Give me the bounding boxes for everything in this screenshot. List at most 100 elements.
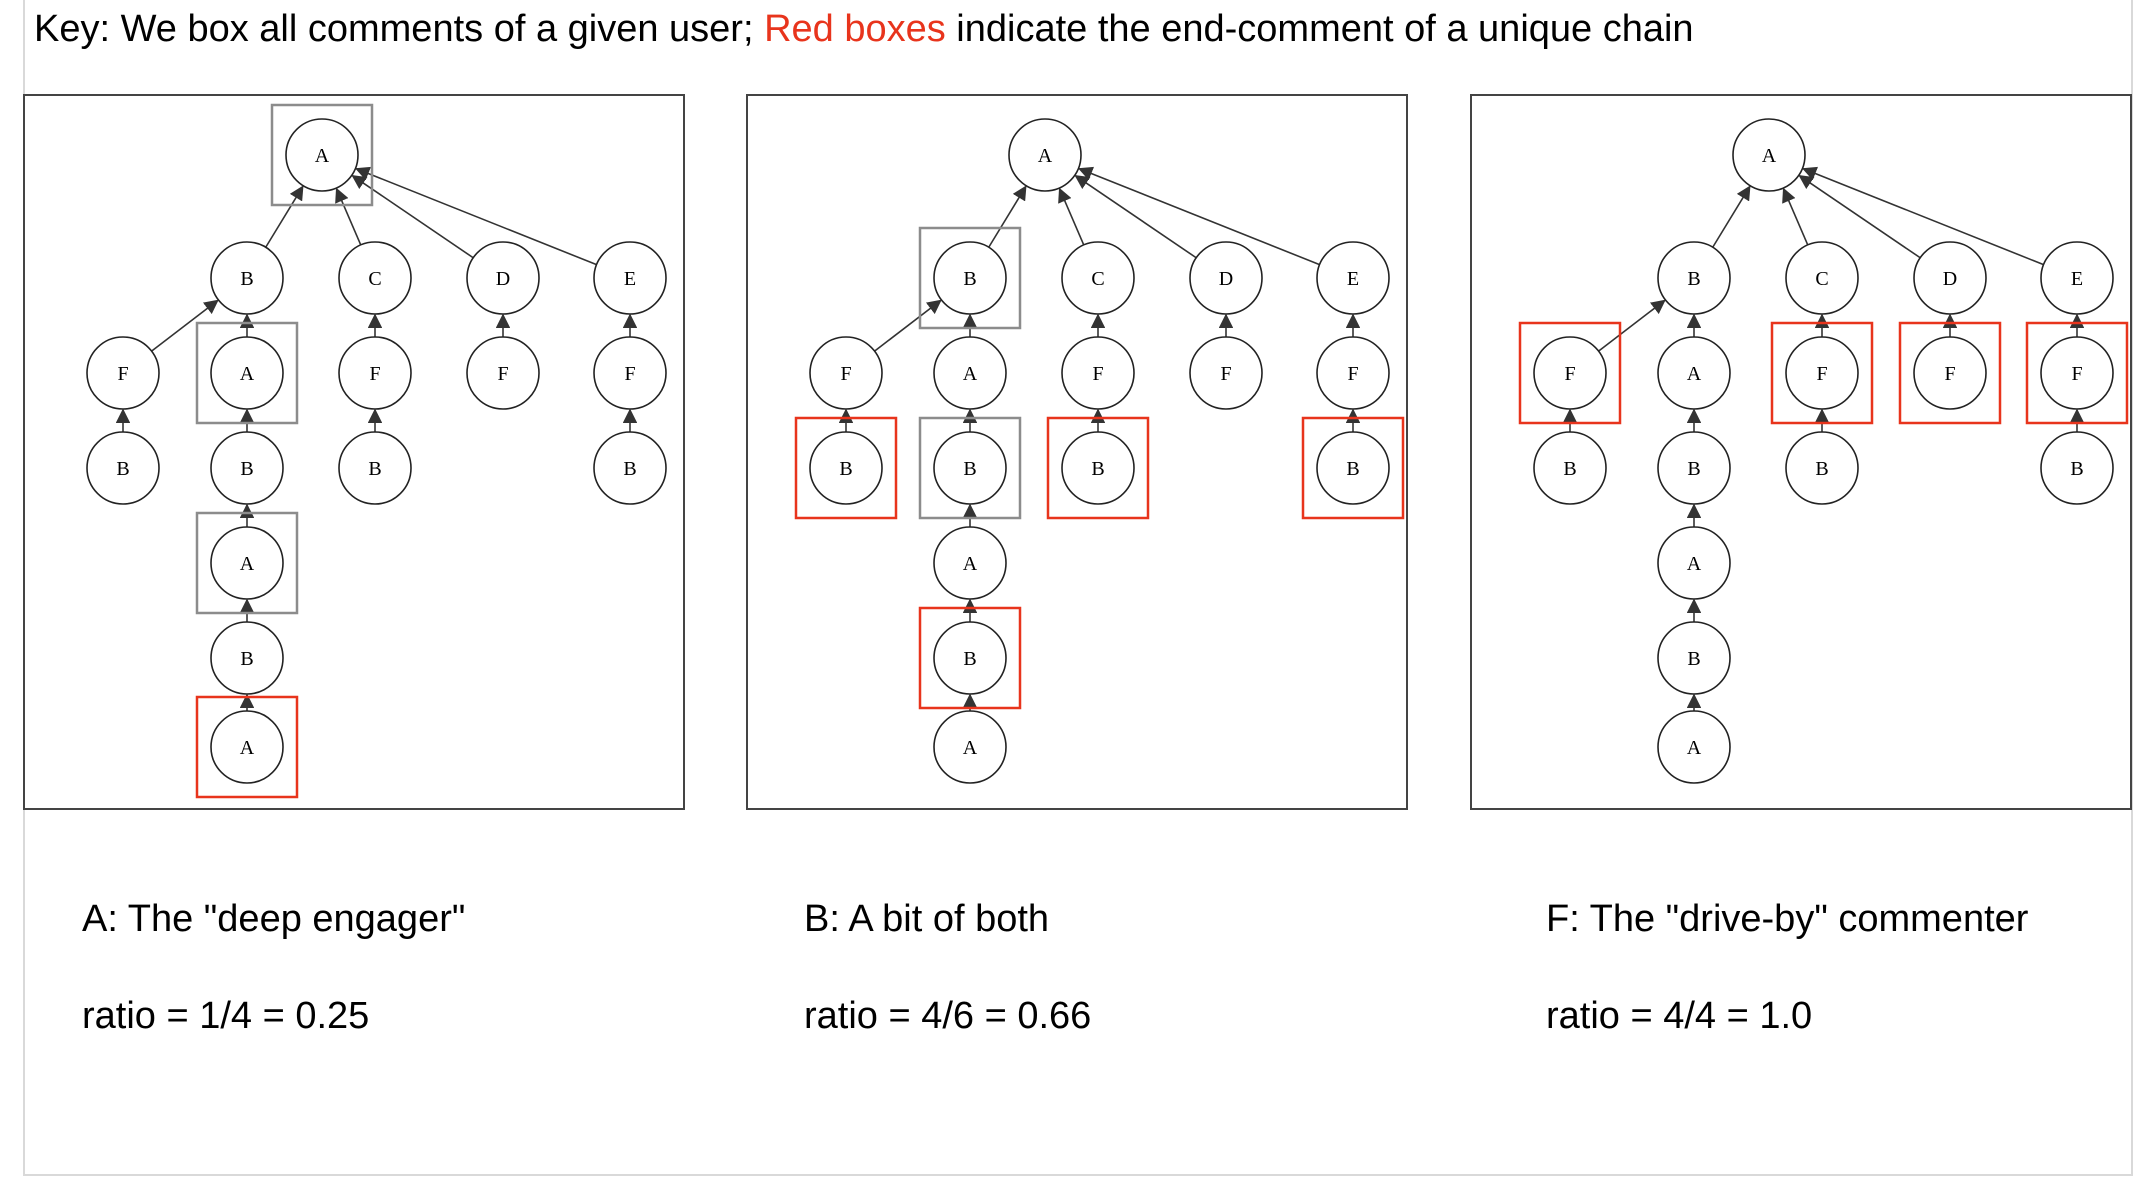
end-chain-box-n8 <box>1898 321 2002 425</box>
edge-n2-to-n0 <box>1782 187 1809 246</box>
edge-n2-to-n0 <box>335 187 362 246</box>
comment-node-n7 <box>1785 336 1859 410</box>
user-box-n0 <box>270 103 374 207</box>
comment-node-label-n3: D <box>1219 268 1233 290</box>
comment-node-label-n8: F <box>1944 363 1955 385</box>
end-chain-box-n13 <box>1301 416 1405 520</box>
comment-node-label-n8: F <box>1220 363 1231 385</box>
comment-node-n13 <box>593 431 667 505</box>
comment-node-n7 <box>1061 336 1135 410</box>
comment-node-n4 <box>2040 241 2114 315</box>
comment-node-label-n10: B <box>839 458 852 480</box>
comment-node-label-n1: B <box>1687 268 1700 290</box>
comment-node-n15 <box>933 621 1007 695</box>
comment-node-label-n14: A <box>1687 553 1702 575</box>
comment-node-n10 <box>1533 431 1607 505</box>
comment-node-label-n11: B <box>963 458 976 480</box>
comment-node-label-n11: B <box>240 458 253 480</box>
edge-n5-to-n1 <box>151 299 219 352</box>
comment-node-n13 <box>2040 431 2114 505</box>
comment-node-n11 <box>1657 431 1731 505</box>
comment-node-label-n16: A <box>1687 737 1702 759</box>
comment-node-n2 <box>1061 241 1135 315</box>
comment-node-label-n13: B <box>2070 458 2083 480</box>
comment-node-label-n10: B <box>1563 458 1576 480</box>
comment-node-n16 <box>210 710 284 784</box>
comment-node-label-n14: A <box>963 553 978 575</box>
key-suffix: indicate the end-comment of a unique cha… <box>945 8 1694 50</box>
comment-node-n12 <box>338 431 412 505</box>
end-chain-box-n15 <box>918 606 1022 710</box>
comment-node-label-n5: F <box>117 363 128 385</box>
comment-node-n7 <box>338 336 412 410</box>
comment-node-n2 <box>338 241 412 315</box>
comment-node-n5 <box>1533 336 1607 410</box>
comment-node-label-n12: B <box>1815 458 1828 480</box>
end-chain-box-n10 <box>794 416 898 520</box>
comment-node-label-n4: E <box>1347 268 1359 290</box>
comment-node-n9 <box>1316 336 1390 410</box>
comment-node-label-n8: F <box>497 363 508 385</box>
caption-title-a: A: The "deep engager" <box>82 898 466 940</box>
comment-node-label-n5: F <box>840 363 851 385</box>
key-prefix: Key: We box all comments of a given user… <box>34 8 765 50</box>
comment-node-label-n10: B <box>116 458 129 480</box>
comment-node-label-n15: B <box>240 648 253 670</box>
comment-node-label-n4: E <box>624 268 636 290</box>
comment-node-label-n14: A <box>240 553 255 575</box>
comment-node-label-n16: A <box>240 737 255 759</box>
comment-node-n8 <box>466 336 540 410</box>
caption-title-b: B: A bit of both <box>804 898 1050 940</box>
caption-ratio-b: ratio = 4/6 = 0.66 <box>804 995 1092 1037</box>
comment-node-label-n9: F <box>624 363 635 385</box>
comment-node-n14 <box>210 526 284 600</box>
comment-node-label-n0: A <box>1038 145 1053 167</box>
comment-node-n5 <box>809 336 883 410</box>
comment-node-label-n3: D <box>496 268 510 290</box>
comment-node-label-n7: F <box>1092 363 1103 385</box>
comment-node-label-n12: B <box>1091 458 1104 480</box>
comment-node-n6 <box>210 336 284 410</box>
comment-node-n14 <box>1657 526 1731 600</box>
comment-node-label-n7: F <box>369 363 380 385</box>
comment-node-n3 <box>466 241 540 315</box>
comment-node-n0 <box>285 118 359 192</box>
comment-node-n9 <box>593 336 667 410</box>
comment-node-n10 <box>809 431 883 505</box>
comment-node-label-n2: C <box>368 268 381 290</box>
comment-node-n15 <box>210 621 284 695</box>
comment-node-label-n15: B <box>1687 648 1700 670</box>
comment-node-n8 <box>1189 336 1263 410</box>
comment-node-label-n7: F <box>1816 363 1827 385</box>
comment-node-label-n13: B <box>1346 458 1359 480</box>
edge-n1-to-n0 <box>988 185 1027 248</box>
edge-n1-to-n0 <box>265 185 304 248</box>
edge-n1-to-n0 <box>1712 185 1751 248</box>
comment-node-label-n1: B <box>963 268 976 290</box>
comment-node-n0 <box>1732 118 1806 192</box>
comment-node-label-n4: E <box>2071 268 2083 290</box>
comment-node-n8 <box>1913 336 1987 410</box>
end-chain-box-n7 <box>1770 321 1874 425</box>
comment-node-n12 <box>1785 431 1859 505</box>
comment-node-label-n0: A <box>1762 145 1777 167</box>
comment-node-label-n2: C <box>1091 268 1104 290</box>
comment-node-n2 <box>1785 241 1859 315</box>
key-highlight: Red boxes <box>764 8 946 50</box>
comment-node-label-n5: F <box>1564 363 1575 385</box>
comment-node-n3 <box>1189 241 1263 315</box>
caption-title-f: F: The "drive-by" commenter <box>1546 898 2029 940</box>
comment-node-n3 <box>1913 241 1987 315</box>
user-box-n14 <box>195 511 299 615</box>
user-box-n1 <box>918 226 1022 330</box>
edge-n5-to-n1 <box>1598 299 1666 352</box>
edge-n4-to-n0 <box>1078 166 1320 266</box>
comment-node-label-n1: B <box>240 268 253 290</box>
user-box-n6 <box>195 321 299 425</box>
comment-node-label-n15: B <box>963 648 976 670</box>
end-chain-box-n9 <box>2025 321 2129 425</box>
comment-node-n0 <box>1008 118 1082 192</box>
